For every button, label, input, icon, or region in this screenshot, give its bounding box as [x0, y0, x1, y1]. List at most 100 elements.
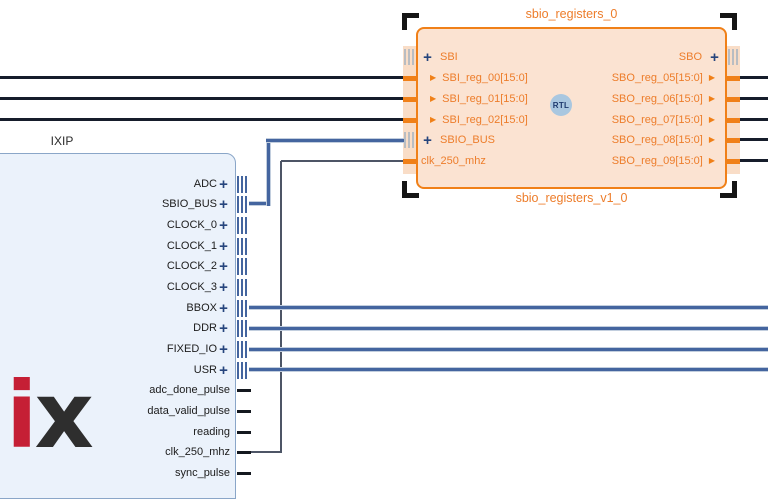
port-sbi-reg-01-15-0[interactable]: ▶SBI_reg_01[15:0] [417, 89, 725, 109]
wire-sbo-reg-05-net[interactable] [739, 76, 768, 79]
port-sbo-reg-06-15-0[interactable]: SBO_reg_06[15:0]▶ [417, 89, 725, 109]
pin-hash-sbio-bus[interactable] [237, 196, 248, 213]
port-ixip-usr[interactable]: USR+ [0, 360, 236, 380]
port-label: reading [193, 426, 230, 438]
port-ixip-clock-1[interactable]: CLOCK_1+ [0, 236, 236, 256]
plus-expander-icon[interactable]: + [219, 216, 228, 234]
wire-sbo-reg-08-net[interactable] [739, 138, 768, 141]
port-ixip-data-valid-pulse[interactable]: data_valid_pulse [0, 401, 236, 421]
port-label: ADC [193, 178, 217, 190]
port-arrow-icon: ▶ [430, 73, 437, 82]
wire-bbox-bus[interactable] [249, 305, 768, 310]
wire-sbo-reg-06-net[interactable] [739, 97, 768, 100]
pin-hatch-sbo[interactable] [728, 49, 738, 65]
wire-sbio-bus-bus[interactable] [249, 201, 271, 206]
plus-expander-icon[interactable]: + [219, 175, 228, 193]
plus-expander-icon[interactable]: + [710, 48, 719, 66]
plus-expander-icon[interactable]: + [423, 48, 432, 66]
port-clk-250-mhz[interactable]: clk_250_mhz [417, 151, 725, 171]
pin-hash-clock-1[interactable] [237, 238, 248, 255]
sbio-right-pin-band [727, 46, 740, 174]
port-sbi-reg-00-15-0[interactable]: ▶SBI_reg_00[15:0] [417, 68, 725, 88]
pin-hash-clock-2[interactable] [237, 258, 248, 275]
port-label: clk_250_mhz [421, 155, 486, 167]
pin-stub-sbo-reg-07-15-0[interactable] [727, 118, 740, 123]
port-label: CLOCK_2 [166, 260, 217, 272]
port-sbo-reg-08-15-0[interactable]: SBO_reg_08[15:0]▶ [417, 130, 725, 150]
pin-stub-sbo-reg-09-15-0[interactable] [727, 159, 740, 164]
port-label: CLOCK_0 [166, 219, 217, 231]
port-ixip-clock-2[interactable]: CLOCK_2+ [0, 256, 236, 276]
port-sbo-reg-09-15-0[interactable]: SBO_reg_09[15:0] ▶ [417, 151, 725, 171]
port-ixip-ddr[interactable]: DDR+ [0, 318, 236, 338]
port-sbo-reg-05-15-0[interactable]: SBO_reg_05[15:0]▶ [417, 68, 725, 88]
port-ixip-adc[interactable]: ADC+ [0, 174, 236, 194]
pin-stub-ixip-adc-done-pulse[interactable] [237, 389, 251, 392]
pin-stub-sbi-reg-00-15-0[interactable] [403, 76, 416, 81]
port-label: SBO_reg_09[15:0] [611, 155, 703, 167]
wire-sbi-reg-00-net[interactable] [0, 76, 404, 79]
port-ixip-clock-3[interactable]: CLOCK_3+ [0, 277, 236, 297]
port-sbi-reg-02-15-0[interactable]: ▶SBI_reg_02[15:0] [417, 110, 725, 130]
pin-stub-sbo-reg-06-15-0[interactable] [727, 97, 740, 102]
port-ixip-sbio-bus[interactable]: SBIO_BUS+ [0, 194, 236, 214]
wire-sbi-reg-01-net[interactable] [0, 97, 404, 100]
pin-stub-ixip-data-valid-pulse[interactable] [237, 410, 251, 413]
port-ixip-clock-0[interactable]: CLOCK_0+ [0, 215, 236, 235]
pin-hash-clock-0[interactable] [237, 217, 248, 234]
port-label: SBI_reg_01[15:0] [442, 93, 528, 105]
port-ixip-reading[interactable]: reading [0, 422, 236, 442]
plus-expander-icon[interactable]: + [219, 278, 228, 296]
wire-clk-250-mhz-net[interactable] [251, 451, 282, 453]
pin-hash-clock-3[interactable] [237, 279, 248, 296]
plus-expander-icon[interactable]: + [219, 361, 228, 379]
pin-hash-usr[interactable] [237, 362, 248, 379]
wire-ddr-bus[interactable] [249, 326, 768, 331]
pin-hash-ddr[interactable] [237, 320, 248, 337]
pin-hash-adc[interactable] [237, 176, 248, 193]
pin-stub-clk-250-mhz[interactable] [403, 159, 416, 164]
port-label: clk_250_mhz [165, 446, 230, 458]
port-ixip-adc-done-pulse[interactable]: adc_done_pulse [0, 380, 236, 400]
plus-expander-icon[interactable]: + [423, 131, 432, 149]
plus-expander-icon[interactable]: + [219, 237, 228, 255]
port-ixip-fixed-io[interactable]: FIXED_IO+ [0, 339, 236, 359]
port-sbio-bus[interactable]: +SBIO_BUS [417, 130, 725, 150]
pin-stub-sbi-reg-01-15-0[interactable] [403, 97, 416, 102]
pin-hash-fixed-io[interactable] [237, 341, 248, 358]
port-sbi[interactable]: + SBI [417, 47, 725, 67]
wire-sbi-reg-02-net[interactable] [0, 118, 404, 121]
port-ixip-sync-pulse[interactable]: sync_pulse [0, 463, 236, 483]
wire-sbio-bus-bus-seg1[interactable] [266, 138, 271, 206]
plus-expander-icon[interactable]: + [219, 257, 228, 275]
pin-stub-sbo-reg-05-15-0[interactable] [727, 76, 740, 81]
pin-hatch-sbio-bus[interactable] [404, 132, 414, 148]
ixip-block[interactable] [0, 153, 236, 499]
port-ixip-bbox[interactable]: BBOX+ [0, 298, 236, 318]
wire-usr-bus[interactable] [249, 367, 768, 372]
wire-sbo-reg-09-net[interactable] [739, 159, 768, 162]
pin-stub-sbi-reg-02-15-0[interactable] [403, 118, 416, 123]
selection-corner-bottom-right-icon [720, 181, 737, 198]
port-sbo-reg-07-15-0[interactable]: SBO_reg_07[15:0]▶ [417, 110, 725, 130]
plus-expander-icon[interactable]: + [219, 299, 228, 317]
pin-stub-ixip-sync-pulse[interactable] [237, 472, 251, 475]
port-ixip-clk-250-mhz[interactable]: clk_250_mhz [0, 442, 236, 462]
port-sbo[interactable]: SBO+ [417, 47, 725, 67]
port-arrow-icon: ▶ [708, 156, 715, 165]
plus-expander-icon[interactable]: + [219, 340, 228, 358]
plus-expander-icon[interactable]: + [219, 195, 228, 213]
wire-clk-250-mhz-net-seg2[interactable] [281, 160, 404, 162]
selection-corner-top-left-icon [402, 13, 419, 30]
port-label: FIXED_IO [166, 343, 217, 355]
pin-hatch-sbi[interactable] [404, 49, 414, 65]
pin-stub-ixip-clk-250-mhz[interactable] [237, 451, 251, 454]
wire-fixed-io-bus[interactable] [249, 347, 768, 352]
pin-stub-sbo-reg-08-15-0[interactable] [727, 138, 740, 143]
wire-sbo-reg-07-net[interactable] [739, 118, 768, 121]
wire-sbio-bus-bus-seg2[interactable] [266, 138, 404, 143]
plus-expander-icon[interactable]: + [219, 319, 228, 337]
port-label: SBI [440, 51, 458, 63]
pin-hash-bbox[interactable] [237, 300, 248, 317]
pin-stub-ixip-reading[interactable] [237, 431, 251, 434]
